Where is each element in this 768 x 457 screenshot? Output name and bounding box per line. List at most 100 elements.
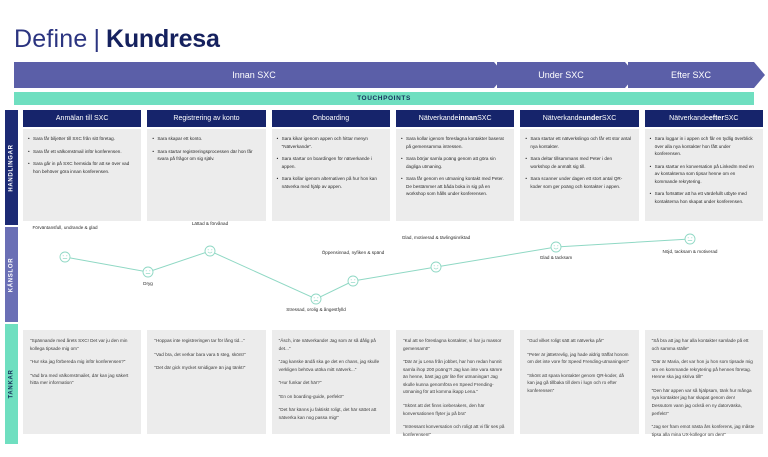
actions-list: Sara loggar in i appen och får en tydlig…: [650, 135, 756, 206]
emotion-node-8[interactable]: [684, 233, 696, 245]
emotion-node-2[interactable]: [142, 266, 154, 278]
emotion-node-7[interactable]: [550, 241, 562, 253]
thoughts-list: "Så bra att jag har alla kontakter samla…: [652, 337, 756, 438]
thoughts-list: "Äsch, inte nätverkande! Jag som är så d…: [279, 337, 383, 422]
emotion-node-5[interactable]: [347, 275, 359, 287]
actions-list: Sara skapar ett konto. Sara startar regis…: [152, 135, 258, 163]
thought-quote: "Kul att se föreslagna kontakter, vi har…: [403, 338, 502, 351]
thought-quote: "Gud vilket roligt sätt att nätverka på!…: [527, 338, 604, 343]
emotion-face-icon: [550, 241, 562, 253]
actions-list: Sara får biljetter till SXC från sitt fö…: [28, 135, 134, 175]
emotion-face-icon: [204, 245, 216, 257]
action-item: Sara får biljetter till SXC från sitt fö…: [28, 135, 134, 143]
action-item: Sara deltar tillsammans med Peter i den …: [525, 155, 631, 170]
thoughts-list: "Spännande med årets SXC! Det var ju den…: [30, 337, 134, 387]
action-item: Sara scanner under dagen ett stort antal…: [525, 175, 631, 190]
actions-list: Sara startar ett nätverkslingo och får e…: [525, 135, 631, 190]
phase-label: Efter SXC: [670, 70, 711, 80]
thought-quote: "Vad bra, det verkar bara vara 5 steg, s…: [154, 351, 246, 357]
actions-list: Sara kollar igenom föreslagna kontakter …: [401, 135, 507, 198]
emotion-label: Stressad, orolig & ångestfylld: [286, 307, 346, 312]
action-item: Sara får genom en utmaning kontakt med P…: [401, 175, 507, 198]
thoughts-card-6: "Så bra att jag har alla kontakter samla…: [644, 330, 763, 437]
thoughts-card-1: "Spännande med årets SXC! Det var ju den…: [23, 330, 142, 434]
thought-quote: "Peter är jättetrevlig, jag hade aldrig …: [527, 351, 630, 365]
emotion-label: Dryg: [143, 281, 153, 286]
thought-quote: "Så bra att jag har alla kontakter samla…: [651, 338, 749, 351]
emotion-label: Öppensinnad, nyfiken & spänd: [321, 250, 385, 255]
emotion-line: [64, 238, 691, 300]
thought-quote: "Det här känns ju faktiskt roligt, det h…: [278, 407, 377, 421]
emotion-label: Glad, motiverad & tävlingsinriktad: [401, 235, 471, 240]
thought-quote: "Vad bra med välkomstmailet, där kan jag…: [30, 372, 129, 386]
phase-label: Under SXC: [538, 70, 584, 80]
column-header-4[interactable]: Nätverkande innan SXC: [396, 110, 515, 127]
action-item: Sara startar ett nätverkslingo och får e…: [525, 135, 631, 150]
action-item: Sara fortsätter att ha ett värdefullt ut…: [650, 190, 756, 205]
thought-quote: "Där är Maria, det var hon ju hon som ti…: [651, 359, 753, 380]
phase-3[interactable]: Efter SXC: [628, 62, 765, 88]
thought-quote: "Hoppas inte registreringen tar för lång…: [154, 338, 245, 343]
rail-kanslor: KÄNSLOR: [5, 227, 18, 322]
emotion-label: Nöjd, tacksam & motiverad: [662, 249, 718, 254]
column-header-3[interactable]: Onboarding: [271, 110, 390, 127]
action-item: Sara loggar in i appen och får en tydlig…: [650, 135, 756, 158]
column-header-2[interactable]: Registrering av konto: [147, 110, 266, 127]
rail-tankar-label: TANKAR: [8, 369, 15, 399]
actions-card-1: Sara får biljetter till SXC från sitt fö…: [23, 129, 142, 221]
thoughts-card-2: "Hoppas inte registreringen tar för lång…: [147, 330, 266, 434]
emotion-face-icon: [59, 251, 71, 263]
thought-quote: "Det där gick mycket smidigare än jag tä…: [154, 365, 246, 371]
phase-2[interactable]: Under SXC: [497, 62, 636, 88]
emotion-label: Glad & tacksam: [539, 255, 573, 260]
emotion-node-3[interactable]: [204, 245, 216, 257]
action-item: Sara kikar igenom appen och hittar menyn…: [277, 135, 383, 150]
phase-1[interactable]: Innan SXC: [14, 62, 505, 88]
emotion-face-icon: [430, 261, 442, 273]
emotion-face-icon: [684, 233, 696, 245]
column-header-5[interactable]: Nätverkande under SXC: [520, 110, 639, 127]
action-item: Sara startar en konversation på LinkedIn…: [650, 163, 756, 186]
thought-quote: "Jag ser fram emot nästa års konferens, …: [651, 424, 755, 437]
thoughts-list: "Kul att se föreslagna kontakter, vi har…: [403, 337, 507, 438]
thought-quote: "Hur ska jag förbereda mig inför konfere…: [30, 359, 126, 365]
action-item: Sara startar registreringsprocessen där …: [152, 148, 258, 163]
title-define: Define: [14, 24, 88, 53]
emotion-node-1[interactable]: [59, 251, 71, 263]
page-title: Define | Kundresa: [14, 22, 220, 56]
action-item: Sara kollar igenom föreslagna kontakter …: [401, 135, 507, 150]
emotion-node-6[interactable]: [430, 261, 442, 273]
title-separator: |: [93, 24, 100, 53]
actions-card-3: Sara kikar igenom appen och hittar menyn…: [271, 129, 390, 221]
thoughts-list: "Hoppas inte registreringen tar för lång…: [154, 337, 258, 372]
phase-bar: Innan SXC Under SXC Efter SXC: [14, 62, 765, 88]
thoughts-list: "Gud vilket roligt sätt att nätverka på!…: [527, 337, 631, 394]
actions-card-4: Sara kollar igenom föreslagna kontakter …: [396, 129, 515, 221]
actions-list: Sara kikar igenom appen och hittar menyn…: [277, 135, 383, 190]
rail-handlingar-label: HANDLINGAR: [8, 143, 15, 192]
touchpoints-label: TOUCHPOINTS: [357, 95, 411, 102]
emotion-face-icon: [347, 275, 359, 287]
emotion-curve-svg: [59, 233, 696, 305]
column-header-1[interactable]: Anmälan till SXC: [23, 110, 142, 127]
touchpoints-band: TOUCHPOINTS: [14, 92, 754, 105]
thought-quote: "Den här appen var så hjälpsam, tänk hur…: [651, 387, 752, 416]
rail-kanslor-label: KÄNSLOR: [8, 257, 15, 292]
thought-quote: "En on boarding-guide, perfekt!": [278, 393, 344, 399]
action-item: Sara får ett välkomstmail inför konferen…: [28, 148, 134, 156]
thought-quote: "Hur funkar det här?": [278, 380, 322, 386]
emotion-face-icon: [142, 266, 154, 278]
emotion-face-icon: [310, 293, 322, 305]
thought-quote: "Skönt att spara kontakter genom QR-kode…: [527, 372, 624, 393]
rail-tankar: TANKAR: [5, 324, 18, 444]
rail-handlingar: HANDLINGAR: [5, 110, 18, 225]
column-header-6[interactable]: Nätverkande efter SXC: [644, 110, 763, 127]
action-item: Sara går in på SXC hemsida för att se öv…: [28, 160, 134, 175]
emotion-label: Förväntansfull, undrande & glad: [32, 225, 98, 230]
thought-quote: "Skönt att det finns iceberakers, den hä…: [403, 403, 485, 416]
action-item: Sara skapar ett konto.: [152, 135, 258, 143]
actions-card-2: Sara skapar ett konto. Sara startar regis…: [147, 129, 266, 221]
phase-label: Innan SXC: [232, 70, 276, 80]
emotion-node-4[interactable]: [310, 293, 322, 305]
